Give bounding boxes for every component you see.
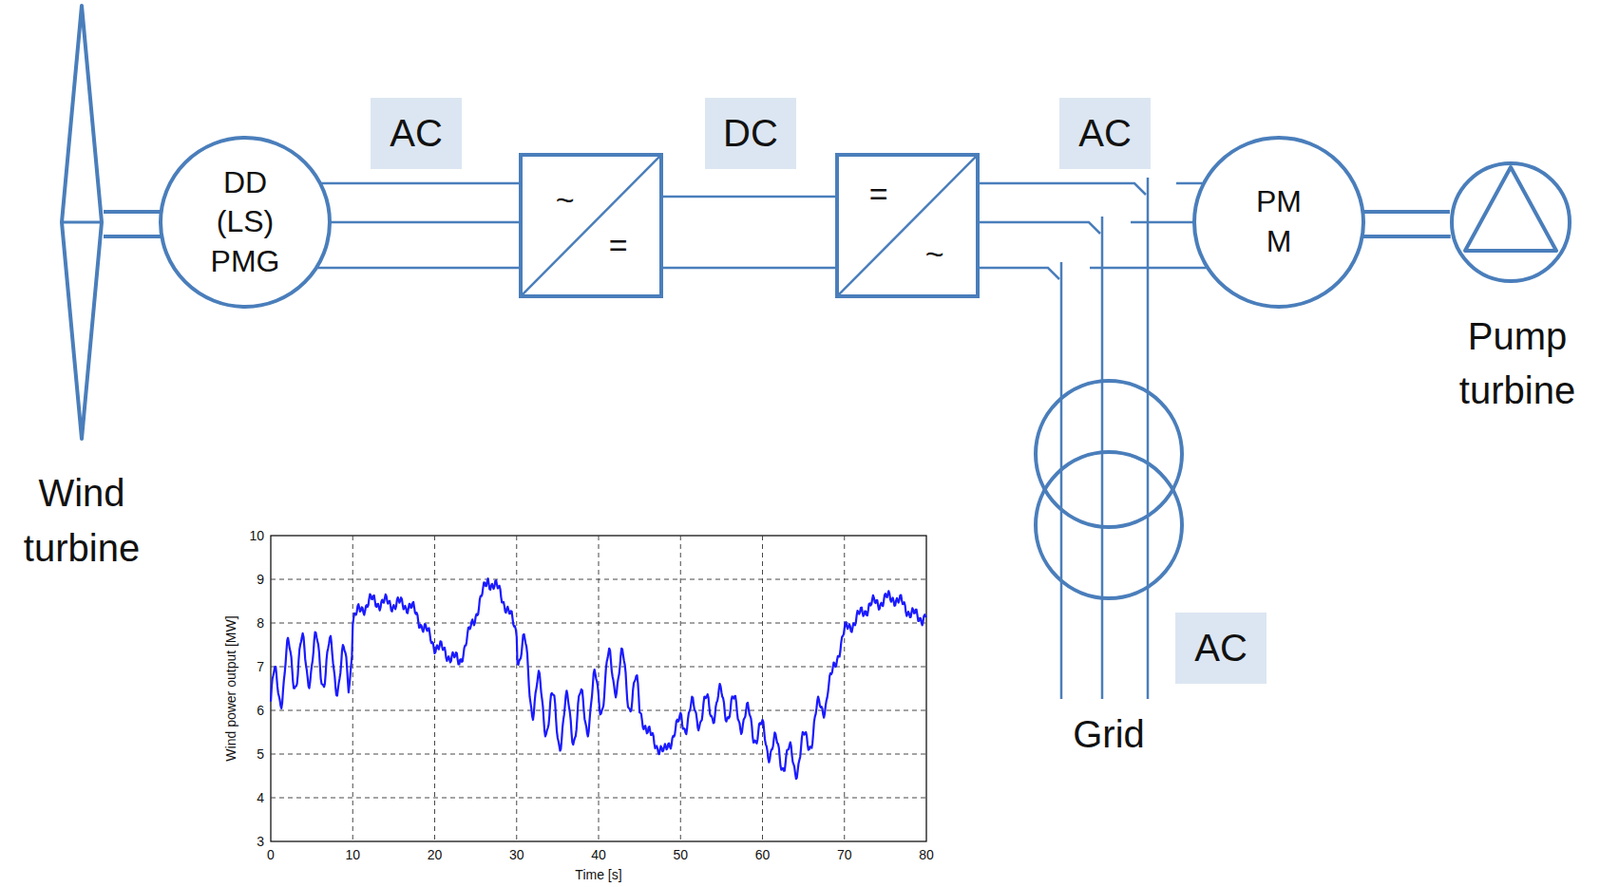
tick-label: 70	[837, 848, 853, 862]
tick-label: 40	[590, 848, 607, 862]
axis-title: Time [s]	[574, 868, 622, 882]
tick-label: 80	[918, 848, 934, 862]
label-box: AC	[1175, 612, 1267, 685]
wind-power-chart	[270, 535, 927, 842]
grid-line	[270, 579, 927, 581]
grid-line	[515, 535, 517, 842]
grid-line	[270, 623, 927, 625]
converter-diagonal	[522, 156, 660, 295]
tick-label: 20	[427, 848, 443, 862]
tick-label: 4	[190, 791, 265, 805]
node-label: ~	[923, 237, 947, 270]
node-label: ~	[553, 183, 577, 216]
diagonal-line	[522, 156, 660, 295]
wind-power-curve	[270, 578, 927, 780]
grid-label: Grid	[1072, 715, 1145, 754]
node-label: AC	[1078, 110, 1132, 156]
grid-wire	[1101, 216, 1105, 700]
grid-wire	[1146, 177, 1150, 700]
grid-line	[680, 535, 682, 842]
rotor-blades	[59, 3, 104, 441]
tick-label: 0	[266, 848, 275, 862]
grid-line	[434, 535, 436, 842]
grid-wire	[1060, 262, 1064, 700]
tick-label: 50	[672, 848, 688, 862]
tick-label: 9	[190, 572, 265, 587]
grid-line	[270, 666, 927, 668]
transformer-symbol	[1035, 380, 1182, 599]
pump-circle	[1451, 163, 1570, 282]
machine-circle: DD (LS) PMG	[158, 135, 332, 309]
grid-line	[270, 798, 927, 800]
node-label: DC	[723, 110, 779, 156]
tick-label: 30	[509, 848, 525, 862]
wire-connector	[663, 196, 836, 268]
pump-turbine: Pump turbine	[1434, 159, 1600, 407]
node-label: Wind turbine	[5, 465, 158, 576]
node-label: Pump turbine	[1434, 309, 1600, 419]
tick-label: 10	[344, 848, 361, 862]
wire-connector	[979, 183, 1207, 280]
label-box: AC	[1059, 97, 1151, 170]
pump-symbol	[1447, 159, 1574, 286]
converter-diagonal	[838, 156, 976, 295]
node-label: AC	[1194, 625, 1248, 671]
wind-turbine: Wind turbine	[5, 0, 158, 580]
axis-title: Wind power output [MW]	[224, 615, 238, 762]
tick-label: 3	[190, 835, 265, 849]
node-label: AC	[389, 110, 443, 156]
node-label: DD (LS) PMG	[202, 163, 288, 283]
wire-connector	[103, 211, 161, 237]
grid-line	[270, 754, 927, 756]
wire-connector	[1363, 211, 1451, 237]
converter-box: =~	[835, 152, 980, 299]
pump-triangle	[1465, 167, 1557, 251]
tick-label: 10	[190, 529, 265, 543]
label-box: AC	[370, 97, 462, 170]
diagonal-line	[838, 156, 976, 295]
grid-line	[270, 710, 927, 712]
hub-line	[61, 221, 102, 225]
grid-wires	[1061, 177, 1148, 700]
shaft-body	[103, 211, 160, 237]
label-box: DC	[704, 97, 797, 170]
blade-outline	[61, 5, 102, 439]
grid-line	[843, 535, 845, 842]
shaft-body	[1364, 211, 1449, 237]
machine-circle: PM M	[1192, 135, 1366, 309]
node-label: PM M	[1248, 182, 1310, 262]
node-label: =	[607, 228, 630, 262]
node-label: =	[867, 177, 891, 210]
wire-connector	[317, 183, 519, 268]
tick-label: 60	[755, 848, 771, 862]
grid-line	[761, 535, 763, 842]
grid-line	[352, 535, 354, 842]
converter-box: ~=	[518, 152, 664, 299]
